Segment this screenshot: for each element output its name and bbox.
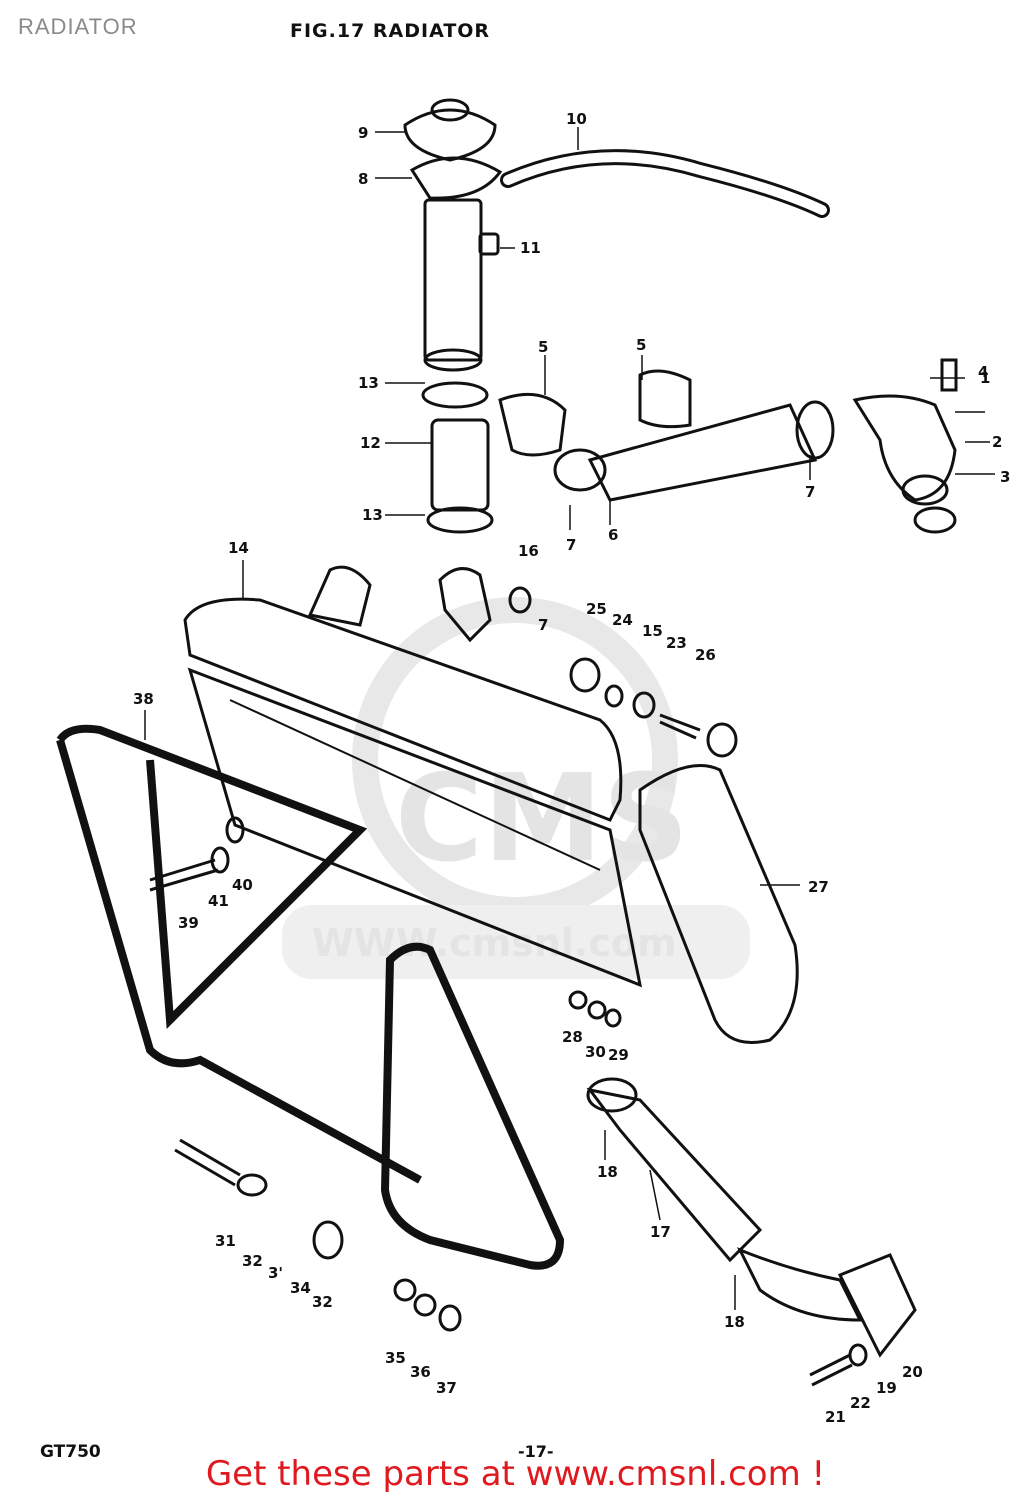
- part-21: 21: [825, 1408, 846, 1426]
- part-3: 3: [1000, 468, 1010, 486]
- part-39: 39: [178, 914, 199, 932]
- part-38: 38: [133, 690, 154, 708]
- part-19: 19: [876, 1379, 897, 1397]
- part-11: 11: [520, 239, 541, 257]
- part-27: 27: [808, 878, 829, 896]
- part-6: 6: [608, 526, 618, 544]
- part-16: 16: [518, 542, 539, 560]
- part-1: 1: [980, 369, 990, 387]
- part-40: 40: [232, 876, 253, 894]
- part-30: 30: [585, 1043, 606, 1061]
- part-8: 8: [358, 170, 368, 188]
- upper-hose-drawing: [498, 358, 958, 534]
- part-18a: 18: [597, 1163, 618, 1181]
- part-2: 2: [992, 433, 1002, 451]
- part-18b: 18: [724, 1313, 745, 1331]
- part-17: 17: [650, 1223, 671, 1241]
- part-5b: 5: [636, 336, 646, 354]
- part-5a: 5: [538, 338, 548, 356]
- part-13a: 13: [358, 374, 379, 392]
- part-10: 10: [566, 110, 587, 128]
- part-7b: 7: [805, 483, 815, 501]
- part-12: 12: [360, 434, 381, 452]
- page-number: -17-: [518, 1442, 554, 1461]
- leader-lines: [144, 127, 995, 1310]
- section-title: RADIATOR: [18, 14, 138, 39]
- part-20: 20: [902, 1363, 923, 1381]
- part-37: 37: [436, 1379, 457, 1397]
- part-32b: 32: [312, 1293, 333, 1311]
- part-26: 26: [695, 646, 716, 664]
- bolts-drawing: [149, 586, 868, 1387]
- part-14: 14: [228, 539, 249, 557]
- part-41: 41: [208, 892, 229, 910]
- part-34: 34: [290, 1279, 311, 1297]
- part-13b: 13: [362, 506, 383, 524]
- figure-title: FIG.17 RADIATOR: [290, 20, 491, 42]
- part-22: 22: [850, 1394, 871, 1412]
- part-4: 4: [978, 363, 988, 381]
- part-15: 15: [642, 622, 663, 640]
- part-7c: 7: [538, 616, 548, 634]
- part-28: 28: [562, 1028, 583, 1046]
- part-32a: 32: [242, 1252, 263, 1270]
- part-24: 24: [612, 611, 633, 629]
- part-7a: 7: [566, 536, 576, 554]
- part-25: 25: [586, 600, 607, 618]
- part-23: 23: [666, 634, 687, 652]
- model-code: GT750: [40, 1442, 101, 1462]
- part-35: 35: [385, 1349, 406, 1367]
- promo-link[interactable]: Get these parts at www.cmsnl.com !: [205, 1454, 826, 1494]
- part-31: 31: [215, 1232, 236, 1250]
- lower-hose-drawing: [586, 1077, 917, 1358]
- part-9: 9: [358, 124, 368, 142]
- watermark-logo: CMS: [395, 750, 689, 889]
- part-33: 3': [268, 1264, 283, 1282]
- part-36: 36: [410, 1363, 431, 1381]
- side-cover-drawing: [638, 764, 799, 1044]
- part-callouts: 1 2 3 4 5 5 6 7 7 7 8 9 10 11 12 13 13 1…: [133, 110, 1010, 1426]
- mounting-frame-drawing: [56, 724, 565, 1270]
- part-29: 29: [608, 1046, 629, 1064]
- filler-cap-drawing: [403, 98, 503, 534]
